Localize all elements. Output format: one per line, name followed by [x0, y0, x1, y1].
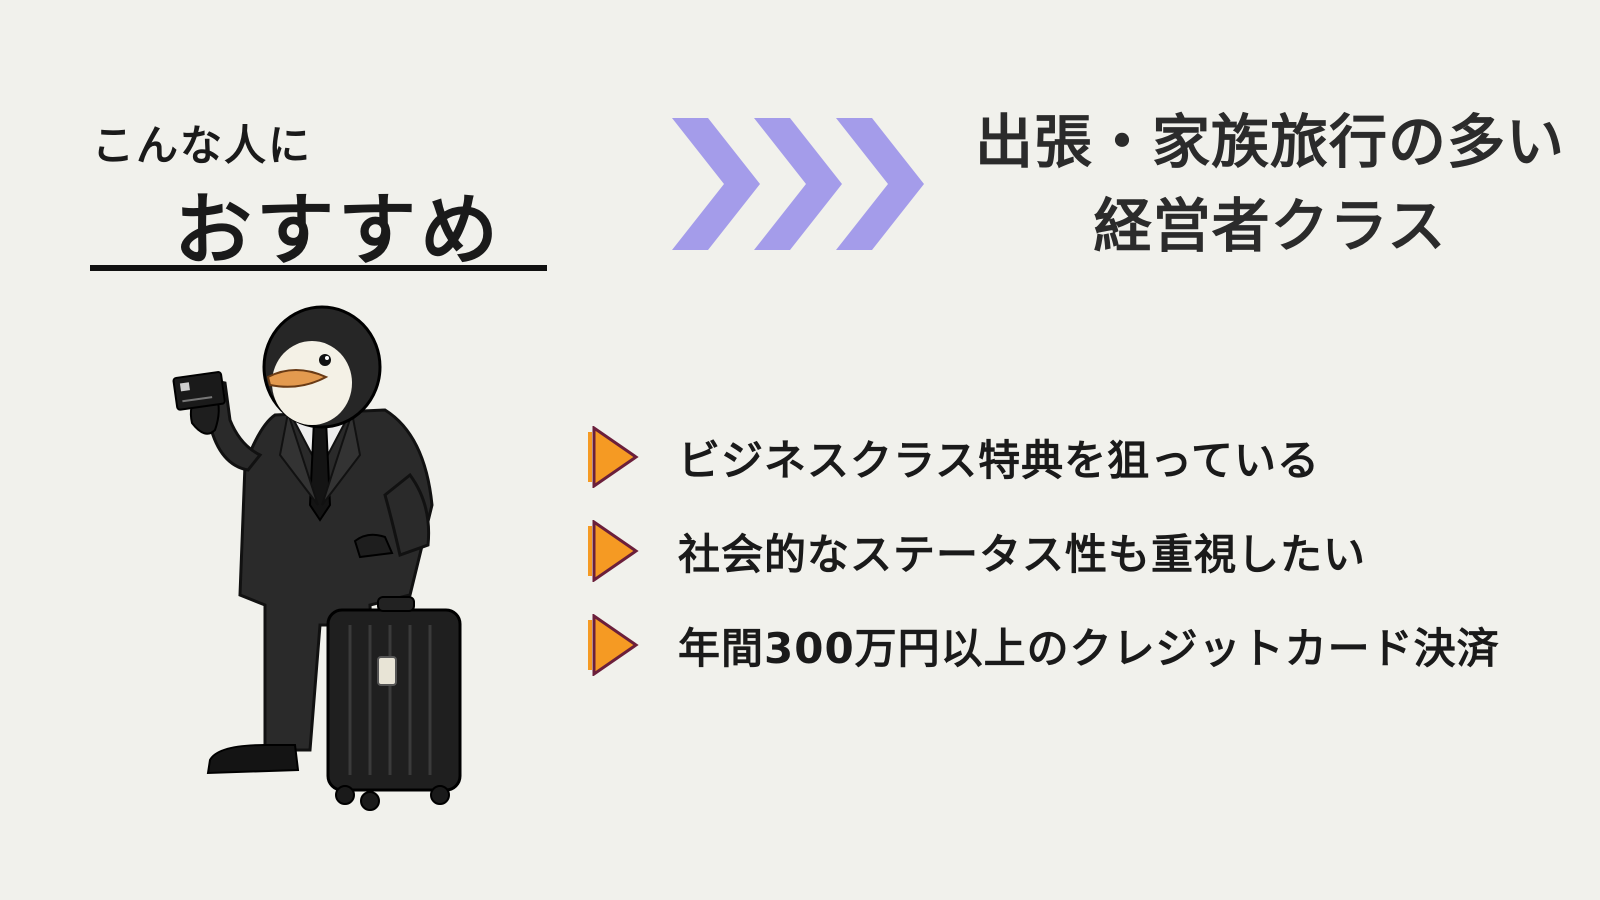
list-item: 年間300万円以上のクレジットカード決済: [588, 598, 1500, 692]
triangle-bullet-icon: [588, 520, 639, 582]
target-line-2: 経営者クラス: [1093, 192, 1447, 260]
target-line-1: 出張・家族旅行の多い: [974, 108, 1565, 176]
target-audience: 出張・家族旅行の多い 経営者クラス: [955, 100, 1585, 268]
list-item-text: 社会的なステータス性も重視したい: [678, 529, 1367, 579]
heading-large: おすすめ: [174, 186, 503, 276]
list-item-text: ビジネスクラス特典を狙っている: [678, 435, 1321, 485]
penguin-businessman-icon: [172, 305, 462, 811]
list-item: 社会的なステータス性も重視したい: [588, 504, 1500, 598]
list-item: ビジネスクラス特典を狙っている: [588, 410, 1500, 504]
chevron-2: [754, 118, 842, 250]
triangle-bullet-icon: [588, 614, 639, 676]
heading-underline: [90, 265, 547, 271]
triangle-bullet-icon: [588, 426, 639, 488]
heading-small: こんな人に: [92, 121, 313, 170]
list-item-text: 年間300万円以上のクレジットカード決済: [678, 623, 1500, 673]
chevron-3: [836, 118, 924, 250]
recommendation-list: ビジネスクラス特典を狙っている 社会的なステータス性も重視したい 年間300万円…: [588, 410, 1500, 692]
chevron-1: [672, 118, 760, 250]
triple-chevron-icon: [672, 118, 924, 250]
